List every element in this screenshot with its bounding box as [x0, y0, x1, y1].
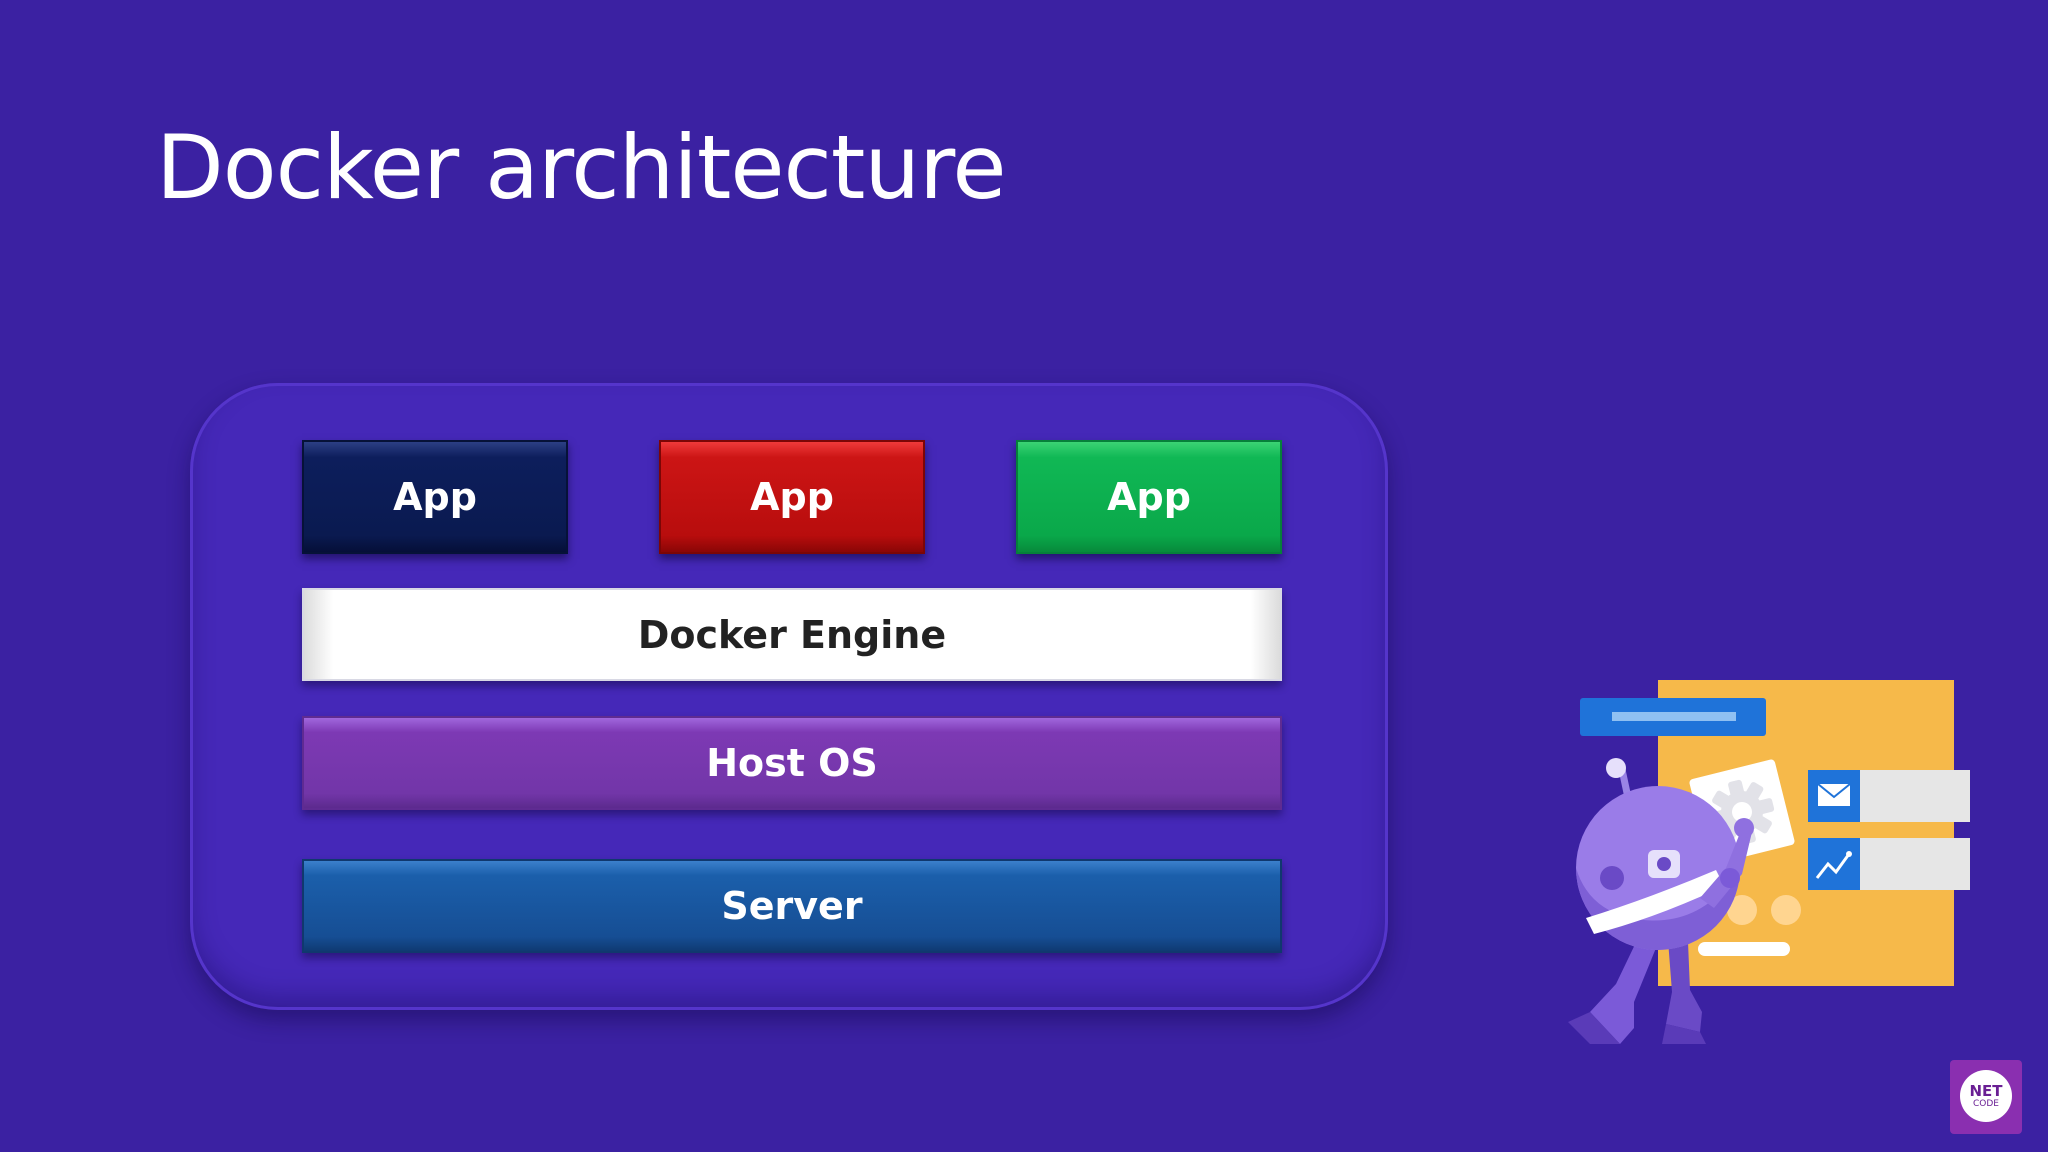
robot-illustration [1568, 680, 1970, 1044]
app-box-green: App [1016, 440, 1282, 554]
logo-text-code: CODE [1973, 1098, 1999, 1109]
host-os-layer: Host OS [302, 716, 1282, 810]
app-box-red: App [659, 440, 925, 554]
netcode-logo-circle: NET CODE [1960, 1070, 2012, 1122]
logo-text-net: NET [1969, 1081, 2003, 1100]
app-box-navy: App [302, 440, 568, 554]
slide-title: Docker architecture [156, 116, 1007, 219]
netcode-logo: NET CODE [1950, 1060, 2022, 1134]
robot-icon [1568, 758, 1754, 1044]
envelope-icon [1808, 770, 1860, 822]
server-layer: Server [302, 859, 1282, 953]
docker-engine-layer: Docker Engine [302, 588, 1282, 681]
line-chart-icon [1808, 838, 1860, 890]
